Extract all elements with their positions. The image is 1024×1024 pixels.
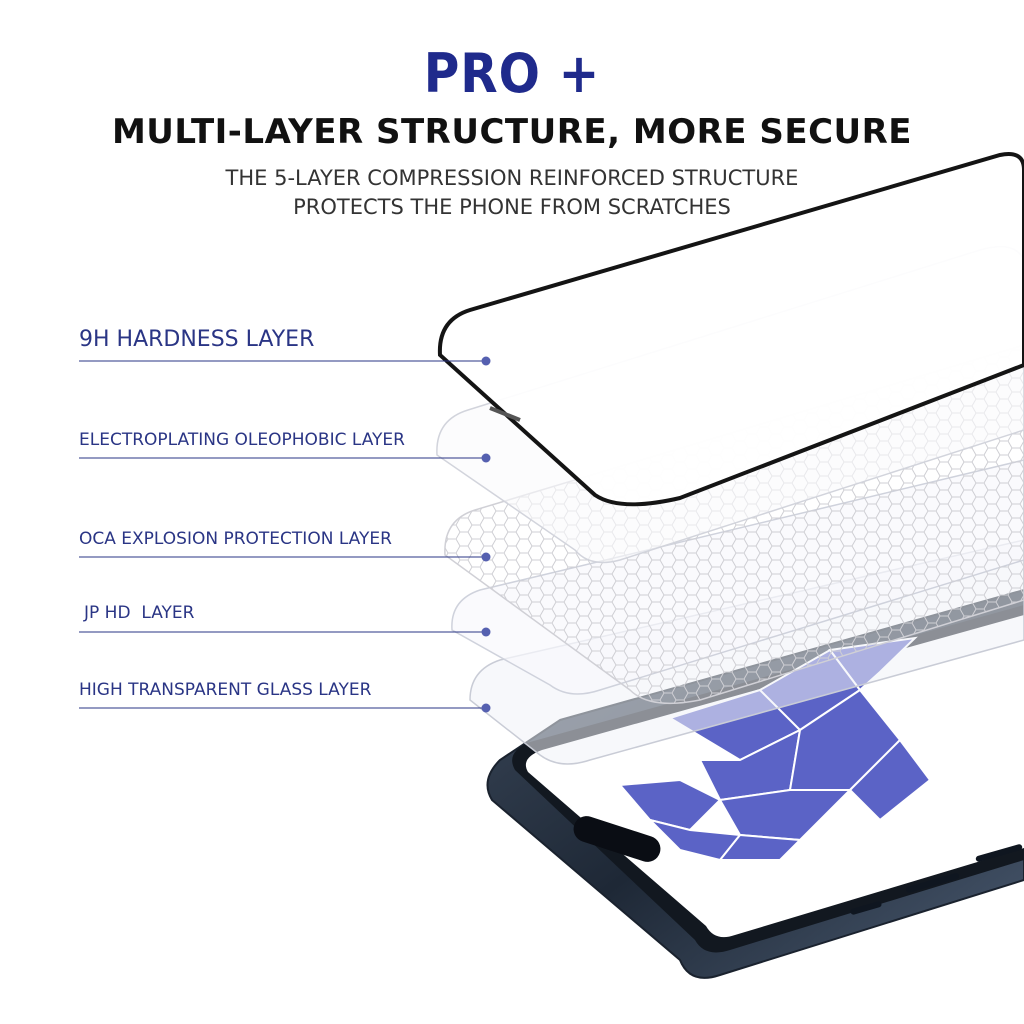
subtitle-line-2: PROTECTS THE PHONE FROM SCRATCHES	[293, 195, 731, 219]
side-button	[905, 873, 960, 893]
dot-icon	[481, 356, 491, 366]
leader-lines	[79, 356, 491, 713]
hardness-layer-1	[437, 152, 1024, 507]
dot-icon	[481, 703, 491, 713]
dynamic-island	[573, 816, 661, 862]
layer-label-9h-hardness: 9H HARDNESS LAYER	[79, 327, 315, 352]
subtitle-line-1: THE 5-LAYER COMPRESSION REINFORCED STRUC…	[225, 166, 799, 190]
dot-icon	[481, 552, 491, 562]
speaker-grille	[489, 406, 521, 422]
layer-label-high-transparent-glass: HIGH TRANSPARENT GLASS LAYER	[79, 680, 372, 700]
layer-label-oca-explosion-protection: OCA EXPLOSION PROTECTION LAYER	[79, 529, 392, 549]
side-button	[975, 844, 1023, 862]
page-title: MULTI-LAYER STRUCTURE, MORE SECURE	[111, 112, 913, 152]
dot-icon	[481, 627, 491, 637]
dot-icon	[481, 453, 491, 463]
side-button	[850, 901, 882, 915]
phone	[486, 588, 1024, 979]
brand-title: PRO +	[423, 42, 601, 105]
layer-label-electroplating-oleophobic: ELECTROPLATING OLEOPHOBIC LAYER	[79, 430, 405, 450]
layer-label-jp-hd: JP HD LAYER	[84, 603, 195, 623]
